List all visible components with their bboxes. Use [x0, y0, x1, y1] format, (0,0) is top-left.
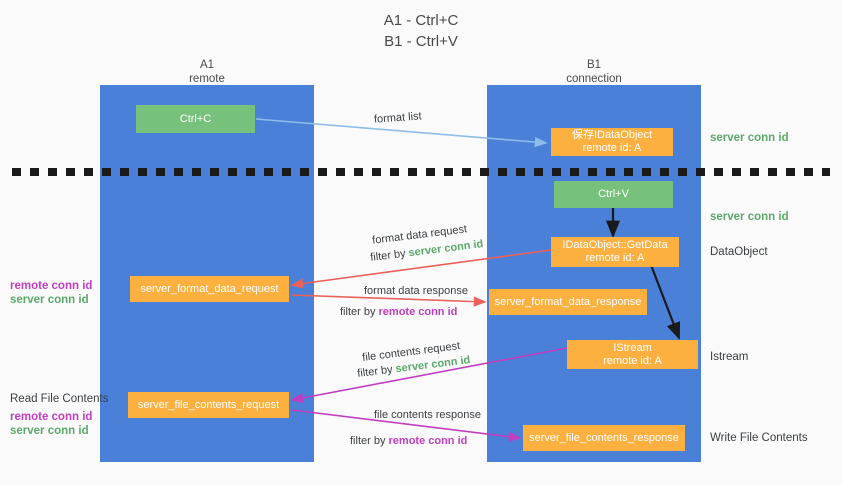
box-ctrl-c-label: Ctrl+C — [179, 112, 212, 125]
note-remote-conn-id-file: remote conn id — [10, 411, 93, 423]
edge-label-format-data-response: format data response — [364, 285, 468, 297]
box-server-file-contents-response[interactable]: server_file_contents_response — [523, 425, 685, 451]
note-read-file-contents: Read File Contents — [10, 393, 109, 405]
edge-label-format-list: format list — [373, 110, 423, 126]
note-write-file-contents: Write File Contents — [710, 432, 808, 444]
box-idataobject-getdata[interactable]: IDataObject::GetData remote id: A — [551, 237, 679, 267]
title-line-2: B1 - Ctrl+V — [384, 33, 458, 50]
column-header-a1: A1 remote — [100, 58, 314, 86]
filter-key-remote-conn-id-2: remote conn id — [388, 435, 468, 447]
box-server-file-contents-request-label: server_file_contents_request — [137, 398, 280, 411]
box-server-file-contents-response-label: server_file_contents_response — [529, 431, 679, 444]
note-istream: Istream — [710, 351, 749, 363]
edge-label-format-data-response-filter: filter by remote conn id — [340, 305, 457, 320]
edge-label-file-contents-response: file contents response — [374, 409, 482, 421]
box-save-idataobject-sub: remote id: A — [582, 142, 642, 154]
box-server-file-contents-request[interactable]: server_file_contents_request — [128, 392, 289, 418]
filter-prefix-4: filter by — [350, 435, 389, 447]
note-server-conn-id-format: server conn id — [10, 294, 89, 306]
box-ctrl-v-label: Ctrl+V — [598, 188, 629, 200]
column-a1-sub: remote — [189, 73, 225, 85]
note-dataobject: DataObject — [710, 246, 768, 258]
box-server-format-data-request[interactable]: server_format_data_request — [130, 276, 289, 302]
filter-prefix-1: filter by — [369, 247, 410, 264]
column-a1-name: A1 — [199, 59, 215, 71]
note-server-conn-id-file: server conn id — [10, 425, 89, 437]
box-istream-label: IStream — [613, 341, 652, 354]
filter-prefix-3: filter by — [356, 363, 397, 380]
box-istream[interactable]: IStream remote id: A — [567, 340, 698, 369]
box-getdata-sub: remote id: A — [585, 252, 645, 264]
box-save-idataobject[interactable]: 保存IDataObject remote id: A — [551, 128, 673, 156]
note-server-conn-id-second: server conn id — [710, 211, 789, 223]
box-server-format-data-response-label: server_format_data_response — [494, 295, 642, 308]
note-remote-conn-id-format: remote conn id — [10, 280, 93, 292]
box-ctrl-c[interactable]: Ctrl+C — [136, 105, 255, 133]
box-getdata-label: IDataObject::GetData — [562, 239, 668, 251]
filter-key-remote-conn-id-1: remote conn id — [378, 306, 458, 318]
box-server-format-data-request-label: server_format_data_request — [140, 282, 279, 295]
box-ctrl-v[interactable]: Ctrl+V — [554, 181, 673, 208]
box-istream-sub: remote id: A — [603, 354, 662, 367]
column-b1-sub: connection — [566, 73, 622, 85]
column-b1-name: B1 — [586, 59, 602, 71]
edge-label-file-contents-response-filter: filter by remote conn id — [350, 434, 467, 449]
box-server-format-data-response[interactable]: server_format_data_response — [489, 289, 647, 315]
box-save-idataobject-label: 保存IDataObject — [571, 129, 653, 141]
page-title: A1 - Ctrl+C B1 - Ctrl+V — [0, 10, 842, 52]
column-header-b1: B1 connection — [487, 58, 701, 86]
filter-prefix-2: filter by — [340, 306, 379, 318]
title-line-1: A1 - Ctrl+C — [383, 12, 459, 29]
note-server-conn-id-top: server conn id — [710, 132, 789, 144]
